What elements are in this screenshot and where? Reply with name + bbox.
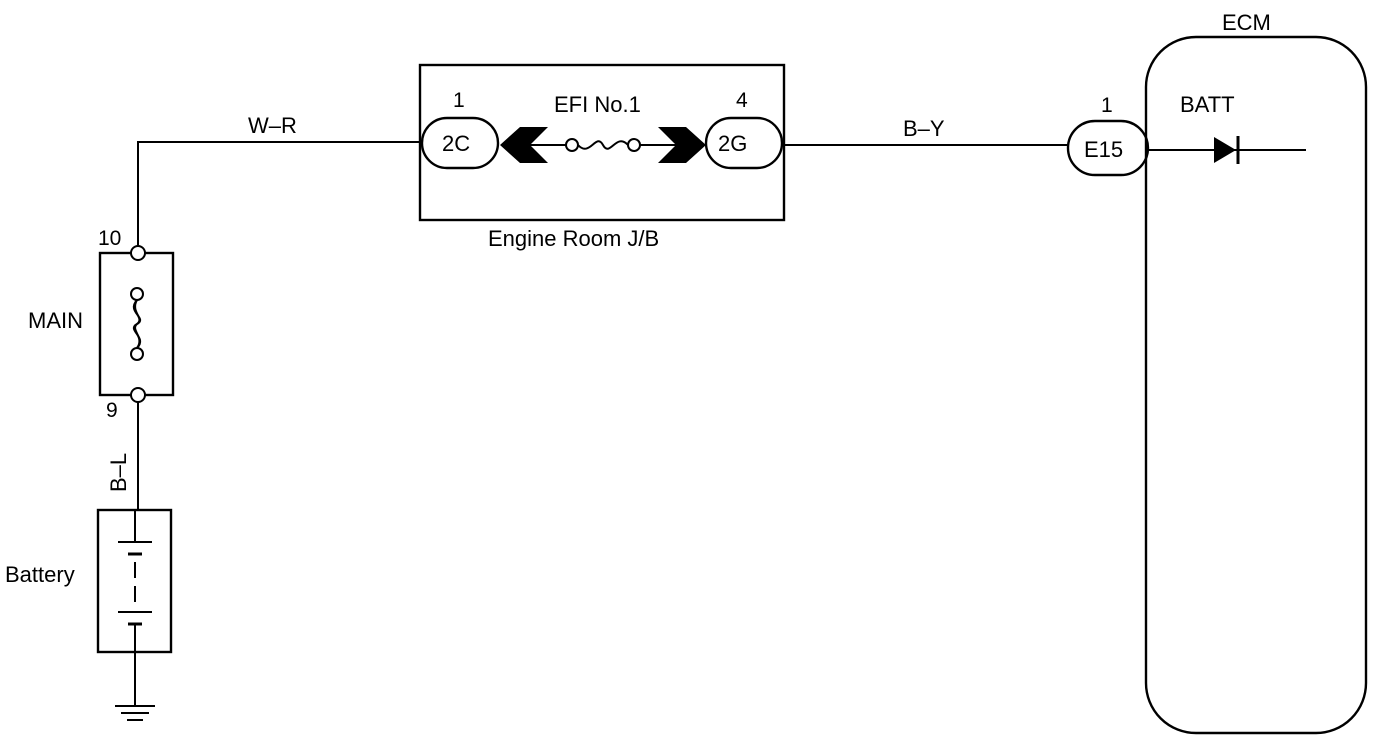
connector-2c-pin: 1 <box>453 89 465 112</box>
connector-e15 <box>1066 119 1150 177</box>
fuse-right-chevron-icon <box>658 127 706 163</box>
connector-2g-label: 2G <box>718 131 747 156</box>
connector-e15-pin: 1 <box>1101 94 1113 117</box>
wire-label-w-r: W–R <box>248 113 297 138</box>
fuse-label: EFI No.1 <box>554 92 641 117</box>
main-fuse-inner-top <box>130 287 144 301</box>
ground-icon <box>115 705 155 721</box>
fuse-left-chevron-icon <box>500 127 548 163</box>
main-fuse-element-icon-2 <box>134 299 141 349</box>
connector-e15-label: E15 <box>1084 137 1123 162</box>
connector-2c-label: 2C <box>442 131 470 156</box>
diode-icon <box>1214 136 1240 164</box>
connector-2c <box>420 116 500 170</box>
connector-2g-pin: 4 <box>736 89 748 112</box>
battery-label: Battery <box>5 562 75 587</box>
main-fuse-label: MAIN <box>28 308 83 333</box>
fuse-terminal-left <box>565 138 579 152</box>
ecm-title: ECM <box>1222 10 1271 35</box>
main-fuse-bottom-terminal <box>130 387 146 403</box>
wire-w-r <box>137 141 420 253</box>
main-fuse-top-terminal <box>130 245 146 261</box>
fuse-element-icon <box>577 140 629 150</box>
main-fuse-inner-bottom <box>130 347 144 361</box>
ecm-box <box>1144 35 1368 735</box>
junction-block-label: Engine Room J/B <box>488 226 659 251</box>
connector-2g <box>704 116 784 170</box>
main-fuse-bottom-pin: 9 <box>106 399 118 422</box>
fuse-terminal-right <box>627 138 641 152</box>
junction-block-box <box>418 63 786 222</box>
main-fuse-top-pin: 10 <box>98 227 121 250</box>
wire-label-b-y: B–Y <box>903 116 945 141</box>
wire-label-b-l: B–L <box>106 453 131 492</box>
batt-terminal-label: BATT <box>1180 92 1235 117</box>
